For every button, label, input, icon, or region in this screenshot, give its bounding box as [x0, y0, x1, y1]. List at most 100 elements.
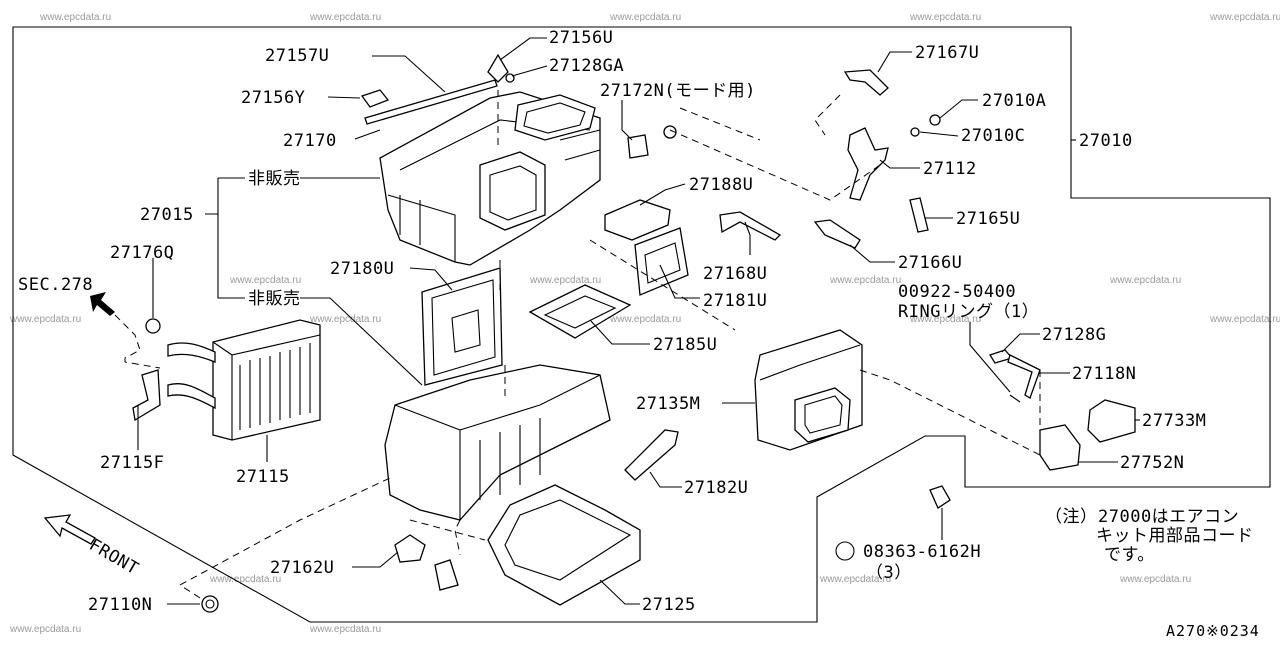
- label-27188U: 27188U: [689, 175, 753, 195]
- label-27135M: 27135M: [636, 394, 700, 414]
- watermark: www.epcdata.ru: [909, 12, 981, 23]
- label-27176Q: 27176Q: [110, 243, 174, 263]
- watermark: www.epcdata.ru: [829, 275, 901, 286]
- label-27010C: 27010C: [961, 126, 1025, 146]
- label-27167U: 27167U: [915, 43, 979, 63]
- label-27733M: 27733M: [1142, 411, 1206, 431]
- link-27167U: [843, 69, 889, 96]
- watermark: www.epcdata.ru: [819, 574, 891, 585]
- front-direction-arrow-icon: [43, 514, 96, 545]
- bracket-27162U: [394, 534, 426, 563]
- heater-core-27115: [167, 319, 321, 441]
- label-27128GA: 27128GA: [549, 56, 624, 76]
- bracket-27115F: [132, 369, 161, 422]
- plate-27185U: [528, 284, 632, 339]
- label-27115: 27115: [236, 467, 290, 487]
- section-arrow-icon: [90, 292, 115, 316]
- watermark: www.epcdata.ru: [39, 12, 111, 23]
- note-line-3: です。: [1104, 545, 1155, 565]
- label-27156U: 27156U: [549, 28, 613, 48]
- watermark: www.epcdata.ru: [309, 314, 381, 325]
- motor-27733M: [1087, 399, 1136, 443]
- label-not-for-sale: 非販売: [248, 169, 301, 189]
- label-27181U: 27181U: [703, 291, 767, 311]
- drain-pan-27125: [487, 484, 641, 606]
- clip-27156Y: [360, 89, 390, 108]
- label-27125: 27125: [642, 595, 696, 615]
- grommet-27176Q: [145, 318, 161, 334]
- label-27180U: 27180U: [330, 259, 394, 279]
- rod-27118N: [1007, 354, 1041, 399]
- rod-27157U: [364, 79, 498, 125]
- label-ring: RINGリング（1）: [898, 302, 1039, 322]
- lever-27156U: [487, 53, 509, 83]
- rod-27168U: [719, 211, 782, 241]
- washer-27010C: [910, 127, 920, 137]
- section-reference: SEC.278: [18, 275, 93, 295]
- label-27166U: 27166U: [898, 253, 962, 273]
- watermark: www.epcdata.ru: [909, 314, 981, 325]
- label-27182U: 27182U: [684, 478, 748, 498]
- watermark: www.epcdata.ru: [529, 275, 601, 286]
- watermark: www.epcdata.ru: [9, 624, 81, 635]
- label-27185U: 27185U: [653, 335, 717, 355]
- watermark: www.epcdata.ru: [1209, 12, 1280, 23]
- label-27112: 27112: [923, 159, 977, 179]
- lower-case-assembly: [384, 364, 611, 521]
- screw-27010A: [929, 114, 941, 126]
- watermark: www.epcdata.ru: [609, 12, 681, 23]
- label-27156Y: 27156Y: [241, 88, 305, 108]
- nut-27110N: [201, 595, 219, 613]
- special-part-circle-icon: [835, 541, 855, 561]
- label-ring-code: 00922-50400: [898, 282, 1016, 302]
- screw-27172N: [663, 125, 677, 139]
- label-not-for-sale: 非販売: [248, 289, 301, 309]
- watermark: www.epcdata.ru: [209, 574, 281, 585]
- watermark: www.epcdata.ru: [1119, 574, 1191, 585]
- label-27118N: 27118N: [1072, 364, 1136, 384]
- kit-boundary-outline: [12, 26, 1271, 623]
- lever-27112: [847, 127, 889, 201]
- watermark: www.epcdata.ru: [309, 624, 381, 635]
- label-27172N: 27172N(モード用): [600, 81, 756, 101]
- leader-lines: [137, 37, 1140, 605]
- clip-27128GA: [505, 73, 515, 83]
- duct-27181U: [634, 227, 689, 296]
- link-27166U: [813, 219, 861, 249]
- label-27165U: 27165U: [956, 209, 1020, 229]
- label-27010A: 27010A: [982, 91, 1046, 111]
- label-27162U: 27162U: [270, 558, 334, 578]
- bracket-lower: [434, 559, 459, 591]
- part-number-labels: 27157U 27156U 27128GA 27156Y 27170 27172…: [18, 28, 1260, 640]
- screw-08363-6162H: [929, 485, 951, 509]
- watermark: www.epcdata.ru: [1209, 314, 1280, 325]
- seal-27188U: [604, 199, 671, 241]
- label-27110N: 27110N: [88, 595, 152, 615]
- label-screw-qty: （3）: [866, 563, 912, 583]
- watermark: www.epcdata.ru: [229, 275, 301, 286]
- label-27010: 27010: [1079, 131, 1133, 151]
- grille-27182U: [624, 429, 679, 481]
- front-label: FRONT: [86, 535, 142, 579]
- label-screw-code: 08363-6162H: [863, 542, 981, 562]
- label-27115F: 27115F: [100, 453, 164, 473]
- label-27168U: 27168U: [703, 264, 767, 284]
- filter-frame-27180U: [421, 267, 503, 386]
- actuator-27752N: [1039, 424, 1081, 471]
- watermark: www.epcdata.ru: [1109, 275, 1181, 286]
- watermark: www.epcdata.ru: [9, 314, 81, 325]
- diagram-code: A270※0234: [1166, 622, 1260, 640]
- upper-case-assembly: [379, 91, 601, 266]
- bracket-27172N: [627, 134, 649, 159]
- label-27128G: 27128G: [1042, 325, 1106, 345]
- label-27157U: 27157U: [265, 46, 329, 66]
- note-line-1: 27000はエアコン: [1098, 507, 1239, 527]
- watermark: www.epcdata.ru: [309, 12, 381, 23]
- label-27752N: 27752N: [1120, 453, 1184, 473]
- note-line-2: キット用部品コード: [1096, 526, 1254, 546]
- note-prefix: （注）: [1045, 507, 1098, 527]
- watermark-layer: www.epcdata.ru www.epcdata.ru www.epcdat…: [9, 12, 1280, 635]
- label-27015: 27015: [140, 205, 194, 225]
- link-27165U: [909, 197, 929, 233]
